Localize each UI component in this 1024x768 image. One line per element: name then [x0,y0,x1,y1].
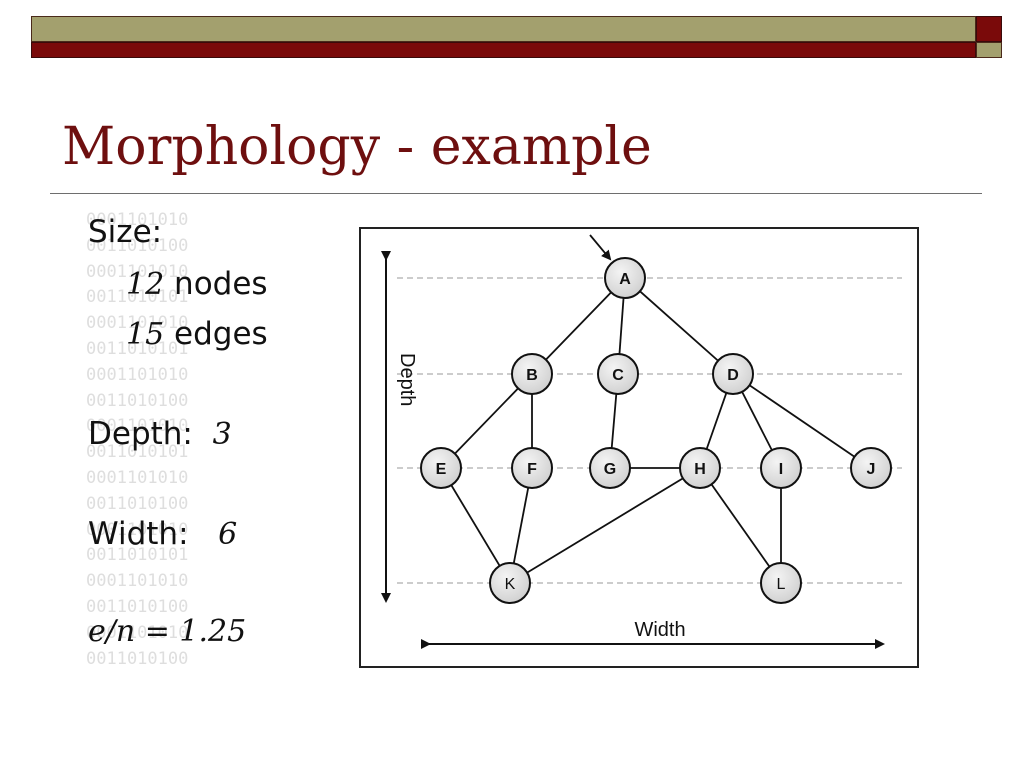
slide-title: Morphology - example [62,117,652,177]
node-label-k: K [505,576,516,593]
node-label-b: B [526,367,538,384]
node-b [511,353,553,395]
node-c [597,353,639,395]
node-label-j: J [867,461,876,478]
size-label: Size: [88,214,163,250]
edge-node-ratio: e/n = 1.25 [88,614,247,649]
width-axis-label: Width [634,619,685,641]
nodes-count: 12 [126,267,165,302]
edge-D-J [732,373,872,469]
node-i [760,447,802,489]
node-j [850,447,892,489]
node-g [589,447,631,489]
title-divider [50,193,982,194]
root-entry-arrow [589,234,612,261]
node-label-f: F [527,461,537,478]
header-bar-bottom [31,42,976,58]
node-label-l: L [777,576,786,593]
edge-B-E [440,373,533,469]
header-corner-bottom [976,42,1002,58]
edge-H-K [509,467,701,584]
header-bar-top [31,16,976,42]
node-k [489,562,531,604]
node-f [511,447,553,489]
node-d [712,353,754,395]
edge-A-D [624,277,734,375]
edges-label: edges [174,316,268,352]
node-h [679,447,721,489]
width-value: 6 [218,517,238,552]
edges-stat: 15 edges [126,314,268,355]
node-label-i: I [779,461,783,478]
edge-H-L [699,467,782,584]
nodes-stat: 12 nodes [126,264,268,305]
depth-label: Depth: [88,416,193,452]
width-label: Width: [88,516,189,552]
depth-axis-label: Depth [396,353,418,406]
edges-count: 15 [126,317,165,352]
edge-A-B [531,277,626,375]
binary-background-decoration: 0001101010 0011010100 0001101010 0011010… [86,210,189,669]
node-label-g: G [604,461,616,478]
node-l [760,562,802,604]
header-corner-top [976,16,1002,42]
node-e [420,447,462,489]
depth-value: 3 [212,417,232,452]
node-label-d: D [727,367,739,384]
width-stat: Width: 6 [88,514,237,555]
node-label-c: C [612,367,624,384]
node-label-h: H [694,461,706,478]
node-label-e: E [436,461,447,478]
node-a [604,257,646,299]
nodes-label: nodes [174,266,268,302]
depth-stat: Depth: 3 [88,414,232,455]
edge-E-K [440,467,511,584]
node-label-a: A [619,271,631,288]
